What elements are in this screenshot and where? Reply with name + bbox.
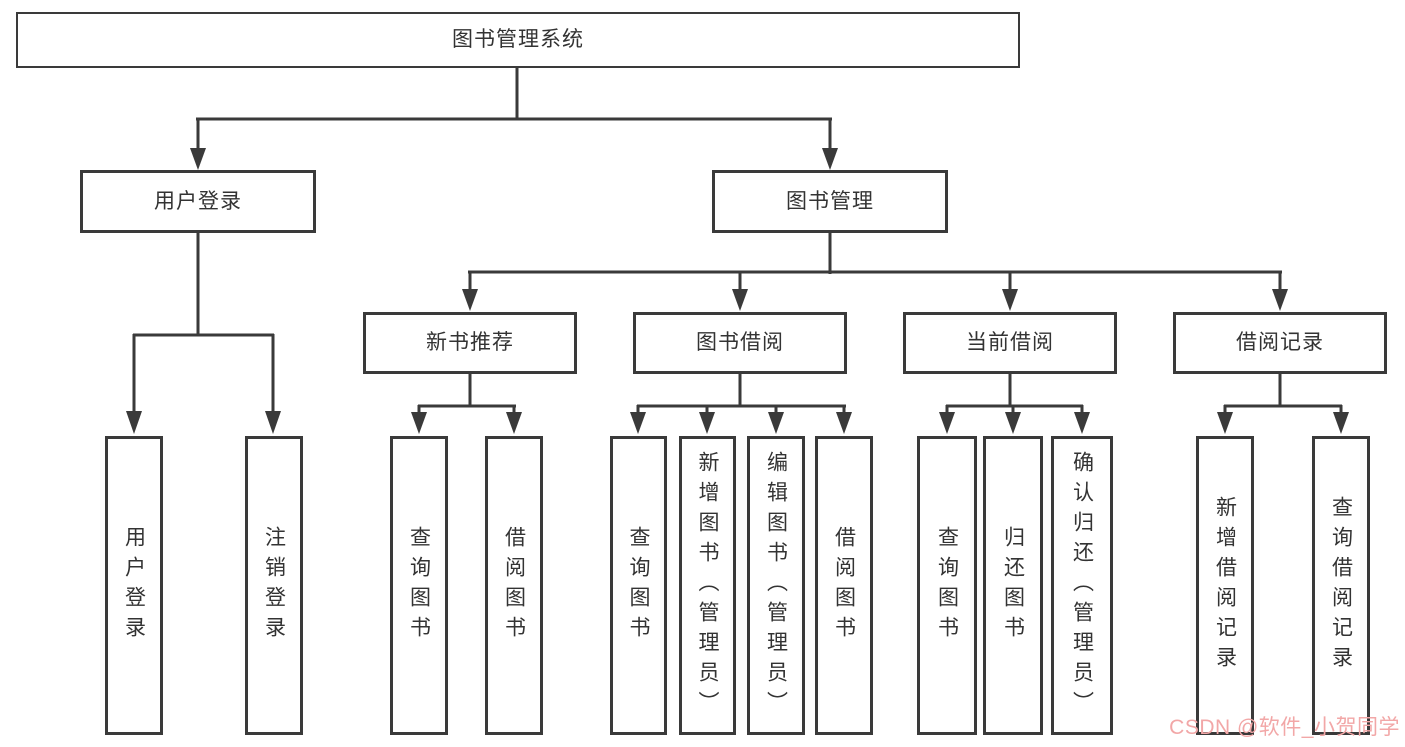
node-current-borrowing: 当前借阅 <box>903 312 1117 374</box>
leaf-query-books-recommend: 查询图书 <box>390 436 448 735</box>
leaf-logout: 注销登录 <box>245 436 303 735</box>
node-label: 借阅记录 <box>1236 331 1324 355</box>
node-label: 查询图书 <box>627 525 650 646</box>
leaf-query-books-borrowing: 查询图书 <box>610 436 667 735</box>
leaf-user-login: 用户登录 <box>105 436 163 735</box>
leaf-query-books-current: 查询图书 <box>917 436 977 735</box>
leaf-query-borrow-record: 查询借阅记录 <box>1312 436 1370 735</box>
node-label: 图书借阅 <box>696 331 784 355</box>
leaf-confirm-return-admin: 确认归还（管理员） <box>1051 436 1113 735</box>
node-label: 查询图书 <box>407 525 431 646</box>
node-label: 图书管理 <box>786 189 874 213</box>
node-label: 确认归还（管理员） <box>1070 450 1094 721</box>
node-label: 借阅图书 <box>502 525 526 646</box>
node-book-borrowing: 图书借阅 <box>633 312 847 374</box>
node-label: 借阅图书 <box>832 525 856 646</box>
leaf-borrow-books-recommend: 借阅图书 <box>485 436 543 735</box>
node-root: 图书管理系统 <box>16 12 1020 68</box>
node-label: 注销登录 <box>262 525 286 646</box>
leaf-add-books-admin: 新增图书（管理员） <box>679 436 736 735</box>
leaf-add-borrow-record: 新增借阅记录 <box>1196 436 1254 735</box>
node-label: 新增借阅记录 <box>1213 495 1237 676</box>
node-label: 归还图书 <box>1001 525 1025 646</box>
node-label: 查询图书 <box>935 525 959 646</box>
leaf-borrow-books: 借阅图书 <box>815 436 873 735</box>
node-label: 新增图书（管理员） <box>696 450 719 721</box>
leaf-return-books: 归还图书 <box>983 436 1043 735</box>
node-new-book-recommendation: 新书推荐 <box>363 312 577 374</box>
node-user-login: 用户登录 <box>80 170 316 233</box>
node-label: 编辑图书（管理员） <box>764 450 788 721</box>
node-label: 新书推荐 <box>426 331 514 355</box>
node-label: 用户登录 <box>122 525 146 646</box>
leaf-edit-books-admin: 编辑图书（管理员） <box>747 436 805 735</box>
node-label: 用户登录 <box>154 189 242 213</box>
watermark: CSDN @软件_小贺同学 <box>1169 716 1400 739</box>
node-borrowing-records: 借阅记录 <box>1173 312 1387 374</box>
node-label: 当前借阅 <box>966 331 1054 355</box>
node-label: 图书管理系统 <box>452 28 584 52</box>
node-book-management: 图书管理 <box>712 170 948 233</box>
node-label: 查询借阅记录 <box>1329 495 1353 676</box>
